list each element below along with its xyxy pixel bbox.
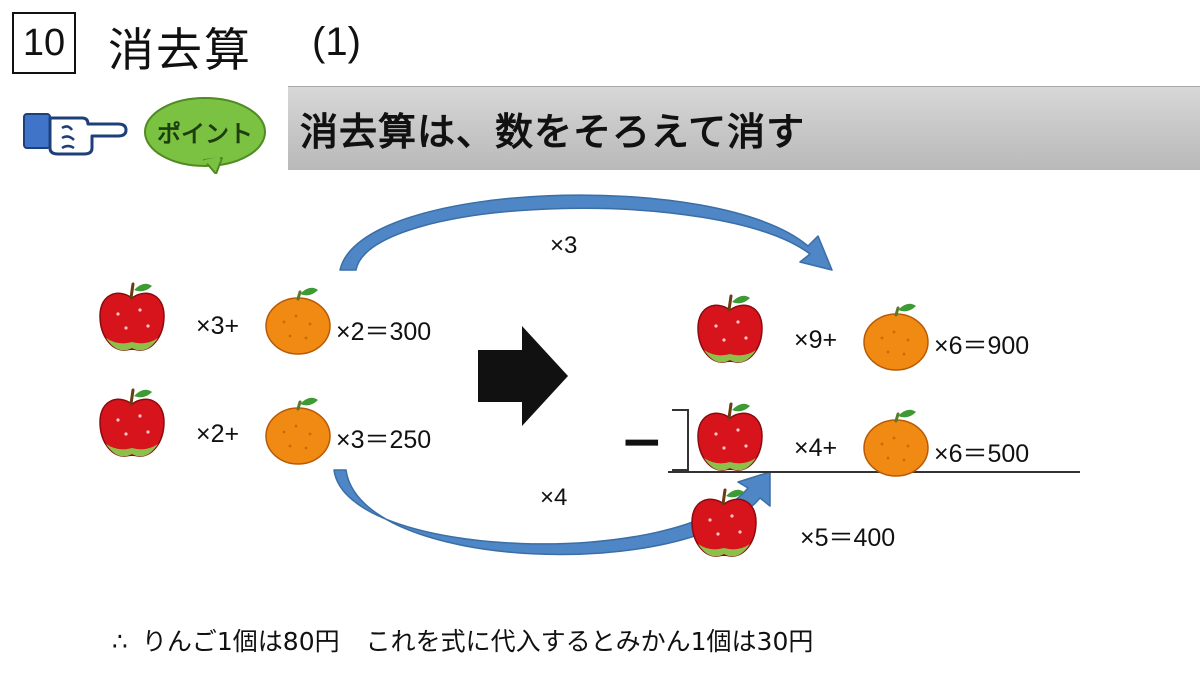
right-eq2-apple-coef: ×4+	[794, 434, 838, 462]
subtraction-bracket	[672, 409, 689, 471]
conclusion-apple: りんご1個は80円	[141, 627, 340, 656]
conclusion-orange: これを式に代入するとみかん1個は30円	[365, 627, 814, 656]
orange-icon	[265, 397, 331, 465]
left-eq1-apple-coef: ×3+	[196, 312, 240, 340]
big-right-arrow	[478, 326, 568, 426]
top-curved-arrow	[339, 194, 833, 271]
orange-icon	[265, 287, 331, 355]
point-label: ポイント	[157, 120, 253, 148]
conclusion: ∴ りんご1個は80円これを式に代入するとみかん1個は30円	[112, 622, 813, 658]
point-banner: 消去算は、数をそろえて消す	[288, 86, 1200, 170]
left-eq2-apple-coef: ×2+	[196, 420, 240, 448]
minus-operator: −	[620, 412, 664, 472]
left-eq2-orange-coef: ×3＝250	[336, 426, 432, 454]
apple-icon	[691, 488, 757, 557]
apple-icon	[697, 402, 763, 471]
page-subtitle: (1)	[312, 20, 361, 64]
point-bubble-icon	[144, 97, 266, 174]
right-eq1-orange-coef: ×6＝900	[934, 332, 1030, 360]
apple-icon	[99, 282, 165, 351]
lesson-number-text: 10	[22, 21, 66, 64]
pointing-hand-icon	[23, 113, 128, 156]
orange-icon	[863, 303, 929, 371]
multiplier-top: ×3	[550, 232, 578, 259]
bottom-curved-arrow	[333, 469, 771, 556]
apple-icon	[697, 294, 763, 363]
right-eq2-orange-coef: ×6＝500	[934, 440, 1030, 468]
multiplier-bottom: ×4	[540, 484, 568, 511]
lesson-number: 10	[12, 12, 76, 74]
point-text: 消去算は、数をそろえて消す	[300, 110, 806, 154]
orange-icon	[863, 409, 929, 477]
page-title: 消去算	[108, 23, 252, 77]
result-eq: ×5＝400	[800, 524, 896, 552]
apple-icon	[99, 388, 165, 457]
right-eq1-apple-coef: ×9+	[794, 326, 838, 354]
left-eq1-orange-coef: ×2＝300	[336, 318, 432, 346]
therefore-symbol: ∴	[112, 627, 128, 656]
